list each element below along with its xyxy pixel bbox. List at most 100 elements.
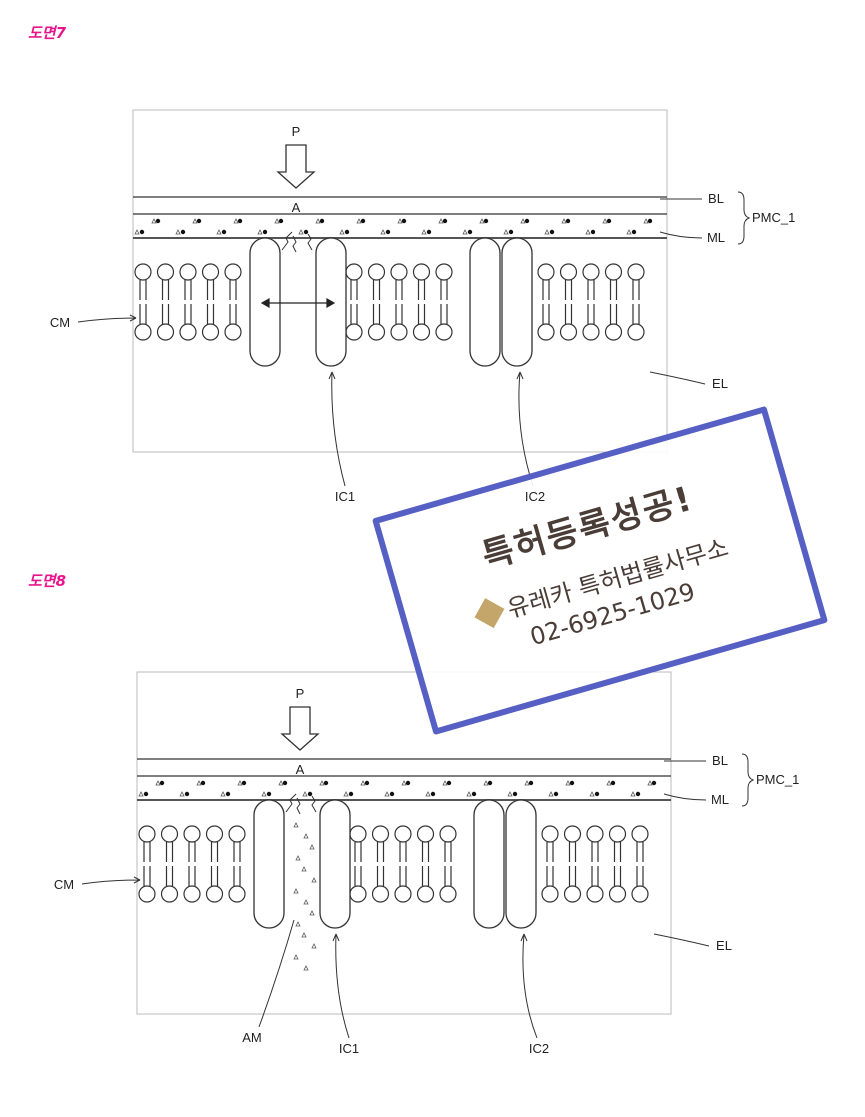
lipid-head <box>135 264 151 280</box>
lipid-tail <box>374 280 380 324</box>
particle-triangle <box>262 792 266 796</box>
stimulus-squiggle-icon <box>282 232 312 252</box>
pressure-arrow-icon <box>278 145 314 188</box>
particle-dot <box>156 219 160 223</box>
pressure-arrow-icon <box>282 707 318 750</box>
am-particle <box>312 944 316 948</box>
lipid-head <box>139 826 155 842</box>
lipid-head <box>346 264 362 280</box>
lipid-head <box>395 886 411 902</box>
lipid-tail <box>234 842 240 886</box>
bl-label: BL <box>712 753 728 768</box>
lipid-head <box>184 886 200 902</box>
lipid-head <box>184 826 200 842</box>
particle-dot <box>648 219 652 223</box>
lipid-head <box>373 886 389 902</box>
ic1-arrow <box>333 934 349 1038</box>
particle-triangle <box>357 219 361 223</box>
lipid-head <box>203 324 219 340</box>
particle-dot <box>238 219 242 223</box>
particle-dot <box>402 219 406 223</box>
particle-dot <box>652 781 656 785</box>
particle-triangle <box>549 792 553 796</box>
particle-triangle <box>484 781 488 785</box>
particle-dot <box>365 781 369 785</box>
lipid-head <box>628 324 644 340</box>
lipid-head <box>583 324 599 340</box>
lipid-head <box>632 886 648 902</box>
particle-triangle <box>152 219 156 223</box>
particle-dot <box>308 792 312 796</box>
particle-triangle <box>508 792 512 796</box>
lipid-head <box>538 324 554 340</box>
am-particle <box>304 966 308 970</box>
particle-triangle <box>234 219 238 223</box>
particle-triangle <box>562 219 566 223</box>
lipid-head <box>162 826 178 842</box>
am-particle <box>304 900 308 904</box>
am-label: AM <box>242 1030 262 1045</box>
particle-triangle <box>139 792 143 796</box>
lipid-head <box>565 886 581 902</box>
particle-dot <box>324 781 328 785</box>
lipid-head <box>369 324 385 340</box>
lipid-head <box>229 826 245 842</box>
ion-channel-ic2 <box>474 800 504 928</box>
lipid-head <box>583 264 599 280</box>
particle-triangle <box>439 219 443 223</box>
lipid-head <box>207 826 223 842</box>
lipid-head <box>158 264 174 280</box>
lipid-tail <box>633 280 639 324</box>
particle-triangle <box>627 230 631 234</box>
particle-triangle <box>504 230 508 234</box>
particle-triangle <box>545 230 549 234</box>
particle-triangle <box>631 792 635 796</box>
particle-triangle <box>644 219 648 223</box>
lipid-tail <box>566 280 572 324</box>
ml-label: ML <box>707 230 725 245</box>
particle-dot <box>263 230 267 234</box>
particle-dot <box>607 219 611 223</box>
lipid-head <box>606 264 622 280</box>
lipid-head <box>158 324 174 340</box>
particle-dot <box>226 792 230 796</box>
particle-dot <box>525 219 529 223</box>
particle-dot <box>595 792 599 796</box>
particle-dot <box>468 230 472 234</box>
ic2-arrow <box>517 372 533 486</box>
particle-dot <box>242 781 246 785</box>
particle-triangle <box>603 219 607 223</box>
lipid-tail <box>185 280 191 324</box>
lipid-head <box>229 886 245 902</box>
particle-triangle <box>299 230 303 234</box>
particle-dot <box>591 230 595 234</box>
lipid-head <box>565 826 581 842</box>
am-particle <box>302 867 306 871</box>
particle-dot <box>279 219 283 223</box>
lipid-tail <box>419 280 425 324</box>
particle-dot <box>160 781 164 785</box>
pmc-label: PMC_1 <box>752 210 795 225</box>
particle-triangle <box>221 792 225 796</box>
cm-label: CM <box>54 877 74 892</box>
pressure-label: P <box>292 124 301 139</box>
el-label: EL <box>716 938 732 953</box>
particle-triangle <box>521 219 525 223</box>
lipid-tail <box>396 280 402 324</box>
lipid-tail <box>615 842 621 886</box>
particle-triangle <box>238 781 242 785</box>
el-leader <box>654 934 709 946</box>
particle-triangle <box>361 781 365 785</box>
ic1-arrow <box>329 372 345 486</box>
particle-dot <box>554 792 558 796</box>
lipid-tail <box>543 280 549 324</box>
lipid-head <box>628 264 644 280</box>
particle-triangle <box>443 781 447 785</box>
particle-triangle <box>217 230 221 234</box>
lipid-head <box>395 826 411 842</box>
area-label: A <box>296 762 305 777</box>
particle-dot <box>197 219 201 223</box>
cm-arrow <box>82 877 140 884</box>
am-particle <box>304 834 308 838</box>
lipid-head <box>418 886 434 902</box>
